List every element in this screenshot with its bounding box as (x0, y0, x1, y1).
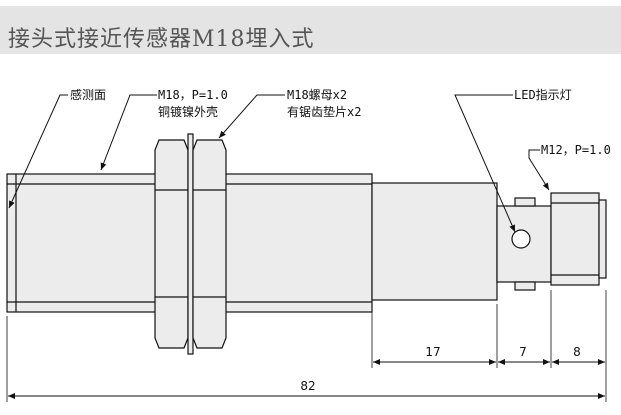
dim-value-connector: 7 (519, 345, 527, 359)
nut-leader (218, 94, 285, 139)
title-bar: 接头式接近传感器M18埋入式 (0, 6, 621, 54)
connector-thread-leader (528, 149, 550, 191)
serrated-washer (187, 133, 194, 355)
connector-cap (550, 192, 600, 286)
led-indicator (511, 229, 531, 249)
nut-spec-label: M18螺母x2 (287, 88, 347, 102)
sensing-face-leader (8, 94, 68, 209)
led-leader (454, 94, 516, 233)
page-title: 接头式接近传感器M18埋入式 (8, 27, 315, 52)
nut-2 (192, 139, 227, 349)
sensor-neck (371, 182, 498, 301)
thread-spec-label: M18，P=1.0 (158, 88, 228, 102)
connector-thread-label: M12，P=1.0 (541, 143, 611, 157)
led-label: LED指示灯 (514, 87, 572, 102)
washer-spec-label: 有锯齿垫片x2 (287, 104, 361, 119)
dim-value-total: 82 (300, 379, 315, 393)
housing-material-label: 铜镀镍外壳 (158, 104, 218, 119)
connector-ring (514, 281, 536, 291)
connector-cap-face (598, 199, 607, 279)
nut-1 (154, 139, 189, 349)
sensing-face-label: 感测面 (70, 87, 106, 102)
dim-value-neck: 17 (425, 345, 440, 359)
connector-ring (514, 197, 536, 207)
thread-leader (100, 94, 157, 171)
dim-value-cap: 8 (573, 345, 581, 359)
